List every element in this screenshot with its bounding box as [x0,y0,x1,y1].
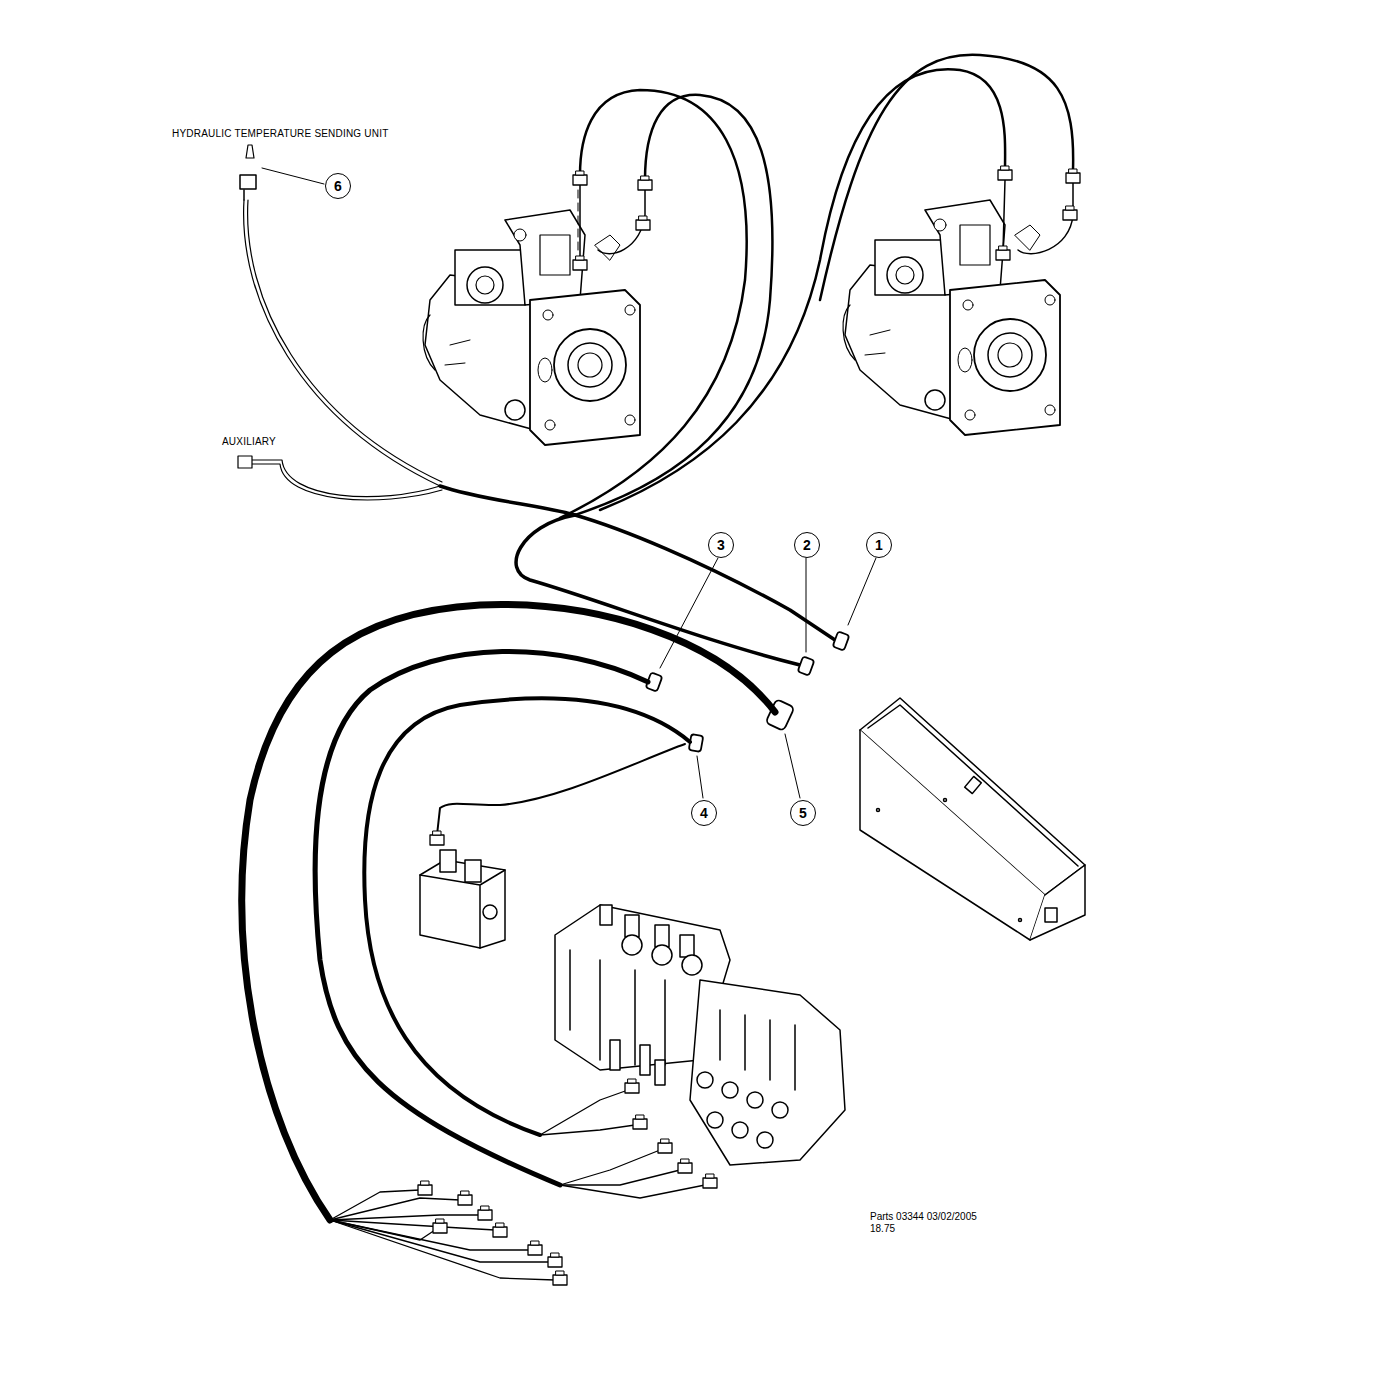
hydraulic-pump [423,210,640,445]
valve-harness [242,605,775,1220]
pump-leads [578,180,1073,260]
drawing-note: Parts 03344 03/02/2005 [870,1211,977,1222]
connector [573,166,1080,270]
control-box [860,698,1085,940]
wire [238,200,442,500]
callout-number: 6 [325,173,351,199]
drawing-note: 18.75 [870,1223,895,1234]
valve-block [420,850,505,948]
valve-bank [555,905,845,1165]
leader-line [660,558,876,798]
callout-number: 5 [790,800,816,826]
callout-number: 2 [794,532,820,558]
pump-harness [440,55,1073,665]
temperature-sending-unit [240,145,256,200]
leader-line [262,168,324,184]
callout-number: 1 [866,532,892,558]
hydraulic-pump [843,200,1060,435]
part-label: HYDRAULIC TEMPERATURE SENDING UNIT [172,128,388,139]
callout-number: 3 [708,532,734,558]
part-label: AUXILIARY [222,436,276,447]
callout-number: 4 [691,800,717,826]
valve-harness-leads [330,1090,705,1280]
